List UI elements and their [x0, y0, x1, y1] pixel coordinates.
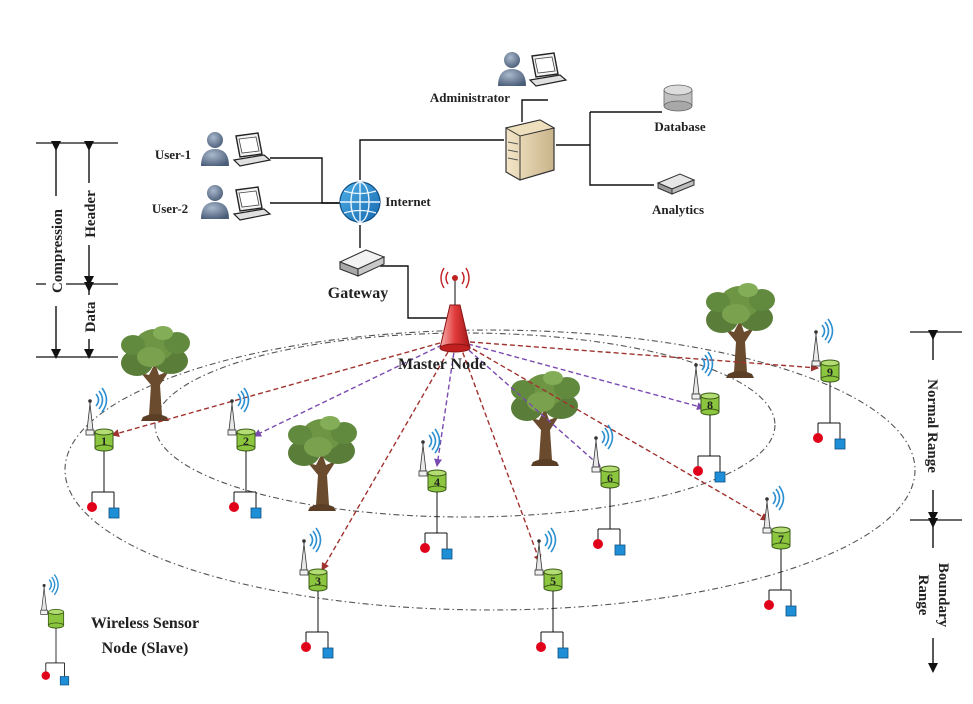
internet-globe-icon: [339, 181, 381, 223]
node-number: 3: [315, 574, 321, 588]
administrator-laptop-icon: [529, 52, 567, 87]
master-links: [111, 341, 819, 571]
node-number: 5: [550, 574, 556, 588]
internet-label: Internet: [385, 194, 431, 209]
administrator-label: Administrator: [430, 90, 510, 105]
sensor-node-3: 3: [299, 527, 334, 659]
compression-bracket: Compression Header Data: [36, 141, 118, 359]
sensor-node-4: 4: [418, 428, 453, 560]
header-label: Header: [83, 190, 99, 238]
database-label: Database: [654, 119, 706, 134]
range-bracket: Normal Range Boundary Range: [908, 330, 962, 673]
node-number: 6: [607, 471, 613, 485]
legend-label-line1: Wireless Sensor: [91, 615, 199, 632]
sensor-node-9: 9: [811, 318, 846, 450]
user-1-person-icon: [201, 132, 229, 166]
gateway-router-icon: [338, 249, 386, 277]
sensor-node-6: 6: [591, 424, 626, 556]
tree-icon: [511, 371, 580, 466]
user-1-label: User-1: [155, 147, 191, 162]
user-1-laptop-icon: [233, 132, 271, 167]
tree-icon: [706, 283, 775, 378]
master-node-label: Master Node: [398, 356, 486, 373]
node-number: 2: [243, 434, 249, 448]
database-icon: [663, 84, 693, 112]
node-number: 4: [434, 475, 440, 489]
sensor-node-1: 1: [85, 387, 120, 519]
user-2-label: User-2: [152, 201, 188, 216]
analytics-device-icon: [656, 173, 696, 195]
node-number: 8: [707, 398, 713, 412]
administrator-person-icon: [498, 52, 526, 86]
tree-icon: [121, 326, 190, 421]
user-2-laptop-icon: [233, 186, 271, 221]
sensor-node-8: 8: [691, 351, 726, 483]
user-2-person-icon: [201, 185, 229, 219]
boundary-range-label: Boundary: [935, 563, 951, 628]
legend-sensor-node-icon: [40, 573, 70, 686]
boundary-range-label-2: Range: [915, 575, 931, 616]
backbone-links: [270, 99, 662, 319]
node-number: 1: [101, 434, 107, 448]
boundary-range-ellipse: [64, 329, 916, 611]
node-number: 7: [778, 532, 784, 546]
data-label: Data: [83, 301, 99, 332]
legend: Wireless Sensor Node (Slave): [40, 573, 199, 686]
compression-label: Compression: [50, 208, 66, 293]
legend-label-line2: Node (Slave): [102, 640, 189, 657]
gateway-label: Gateway: [328, 285, 388, 302]
server-icon: [504, 119, 556, 181]
sensor-node-5: 5: [534, 527, 569, 659]
master-node-tower-icon: [439, 267, 471, 353]
analytics-label: Analytics: [652, 202, 704, 217]
node-number: 9: [827, 365, 833, 379]
sensor-node-7: 7: [762, 485, 797, 617]
tree-icon: [288, 416, 357, 511]
normal-range-label: Normal Range: [924, 379, 940, 473]
sensor-node-2: 2: [227, 387, 262, 519]
